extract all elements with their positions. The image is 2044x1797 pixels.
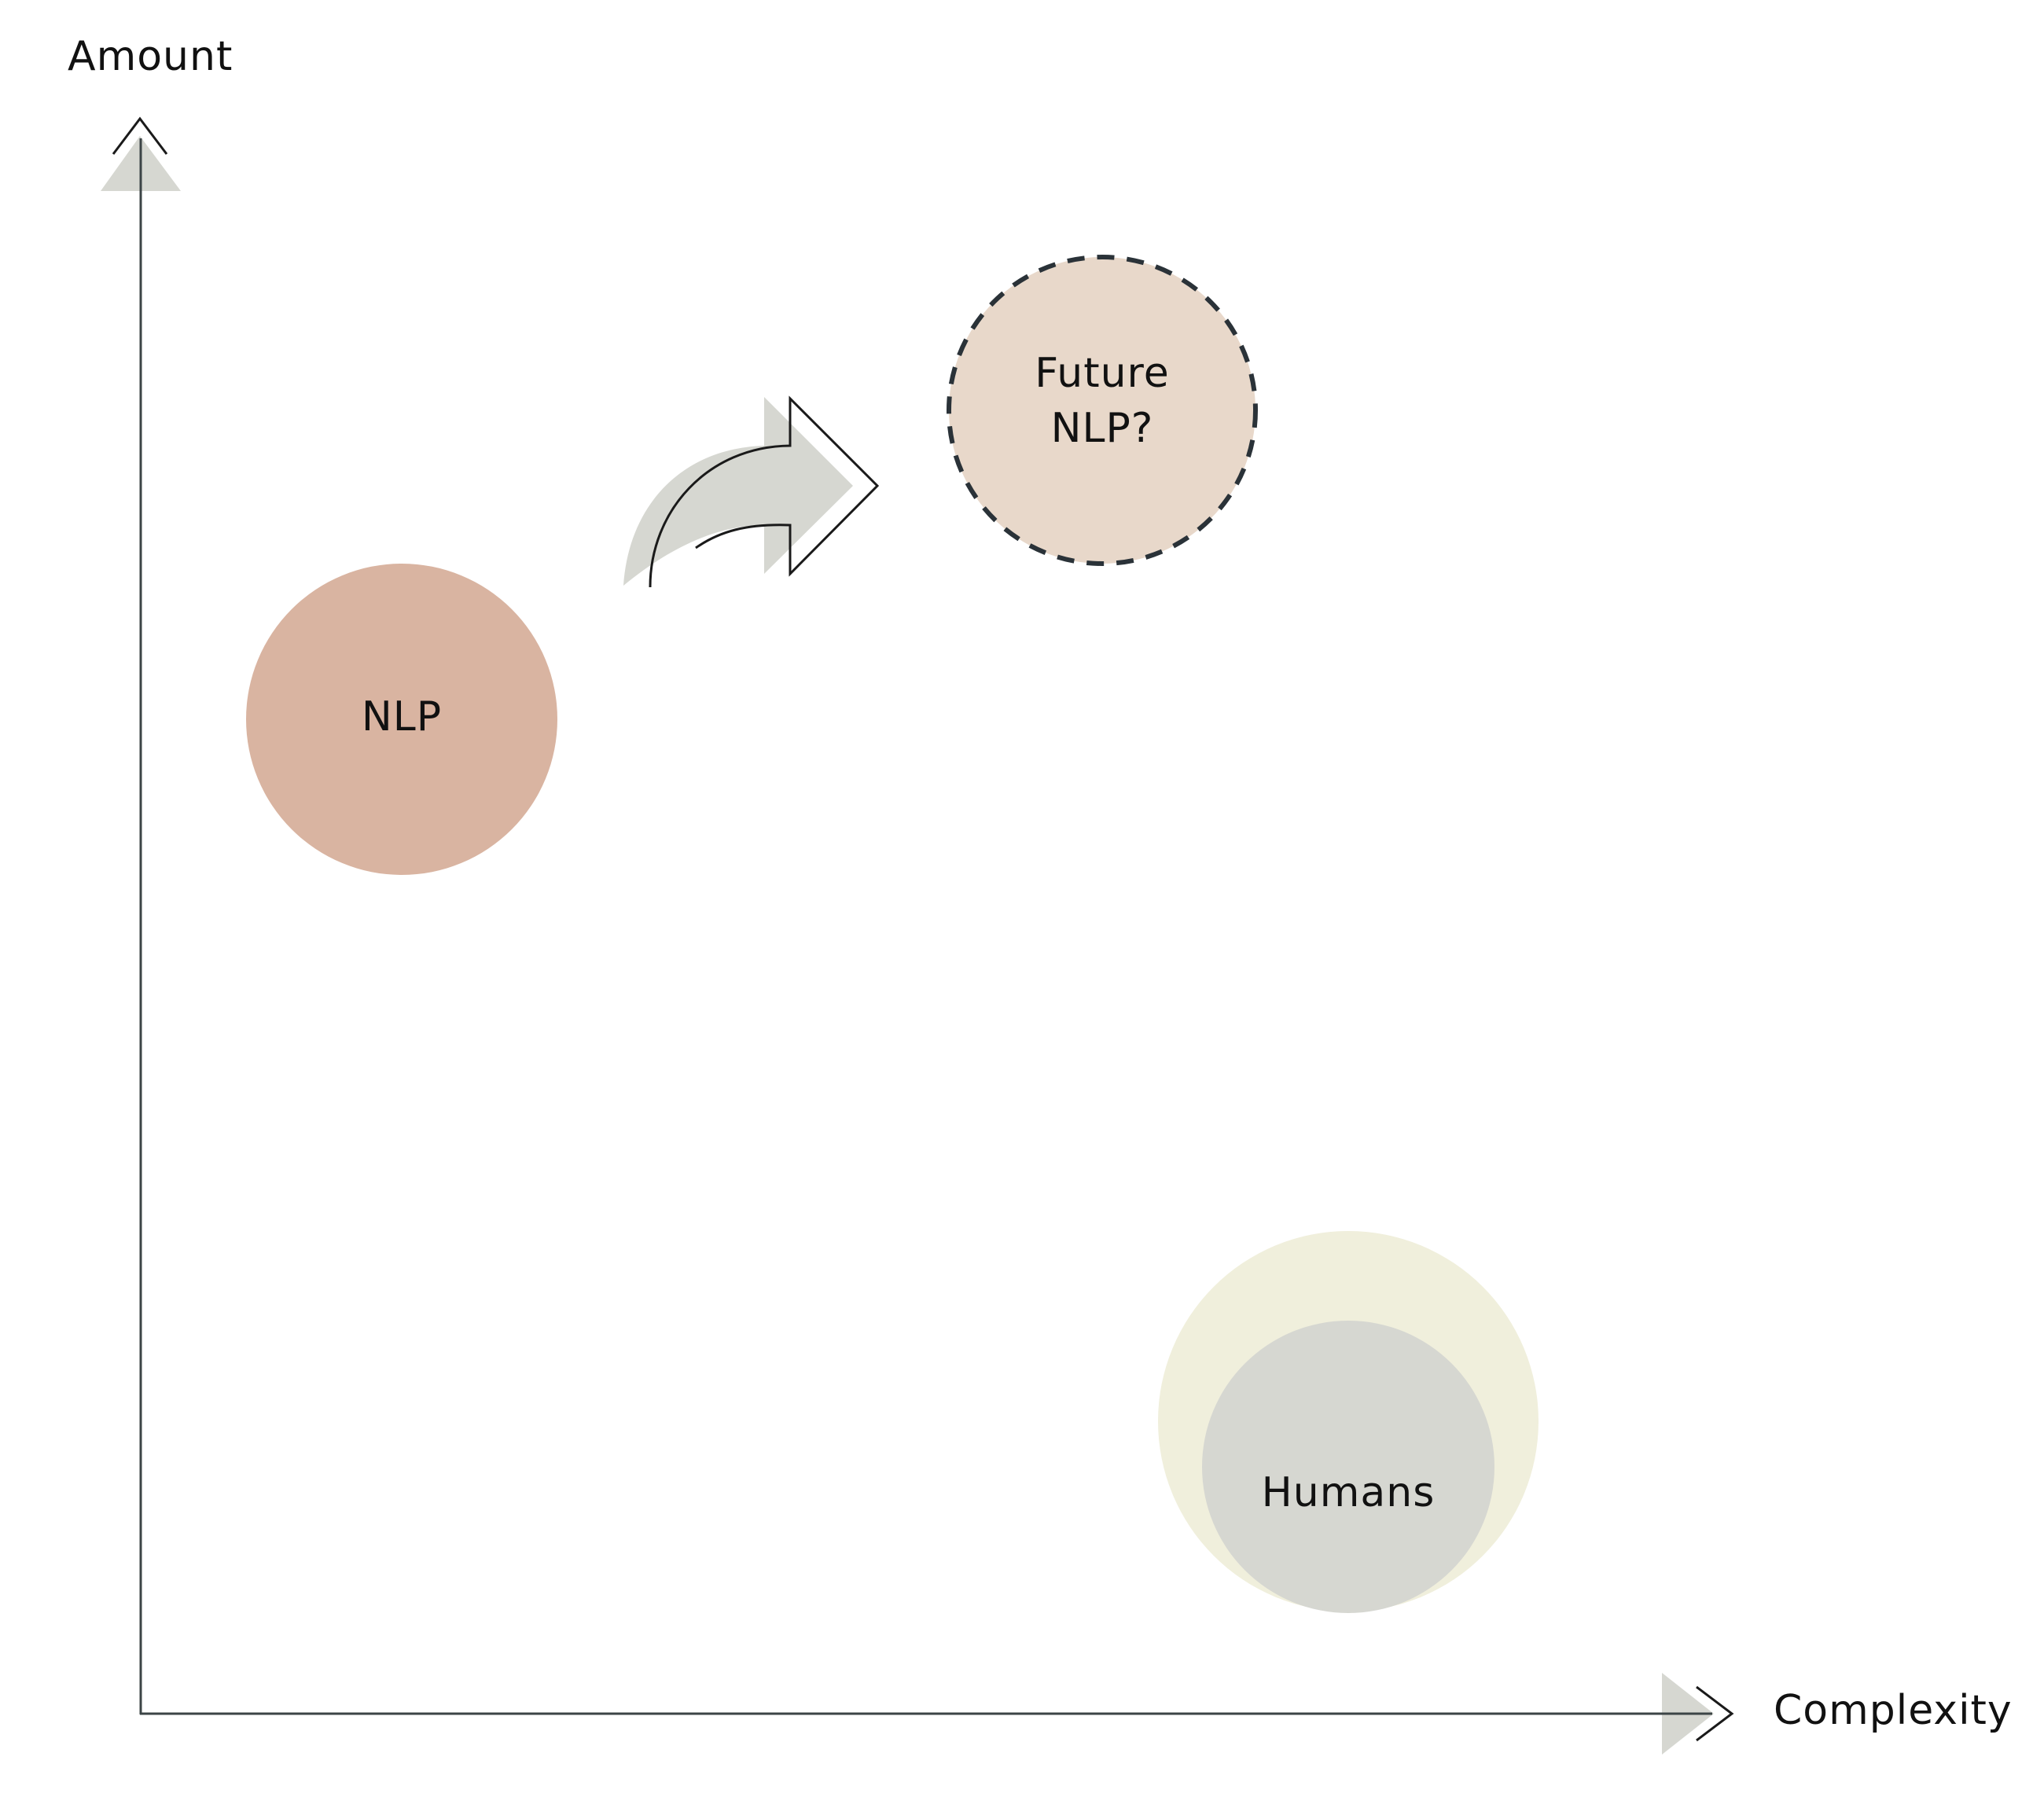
y-axis-chevron-icon — [112, 116, 168, 155]
x-axis-chevron-icon — [1696, 1685, 1734, 1742]
future-nlp-line2: NLP? — [1050, 405, 1154, 452]
x-axis-label: Complexity — [1774, 1687, 2013, 1734]
future-nlp-circle — [947, 255, 1258, 566]
future-nlp-label: Future NLP? — [1008, 346, 1197, 456]
nlp-label: NLP — [361, 693, 443, 740]
humans-inner-circle — [1202, 1321, 1494, 1613]
future-nlp-line1: Future — [1035, 350, 1170, 397]
humans-label: Humans — [1261, 1469, 1436, 1516]
transition-arrow-shadow — [623, 397, 853, 586]
y-axis-label: Amount — [68, 33, 233, 80]
transition-arrow-icon — [649, 395, 880, 588]
nlp-circle — [246, 564, 557, 875]
